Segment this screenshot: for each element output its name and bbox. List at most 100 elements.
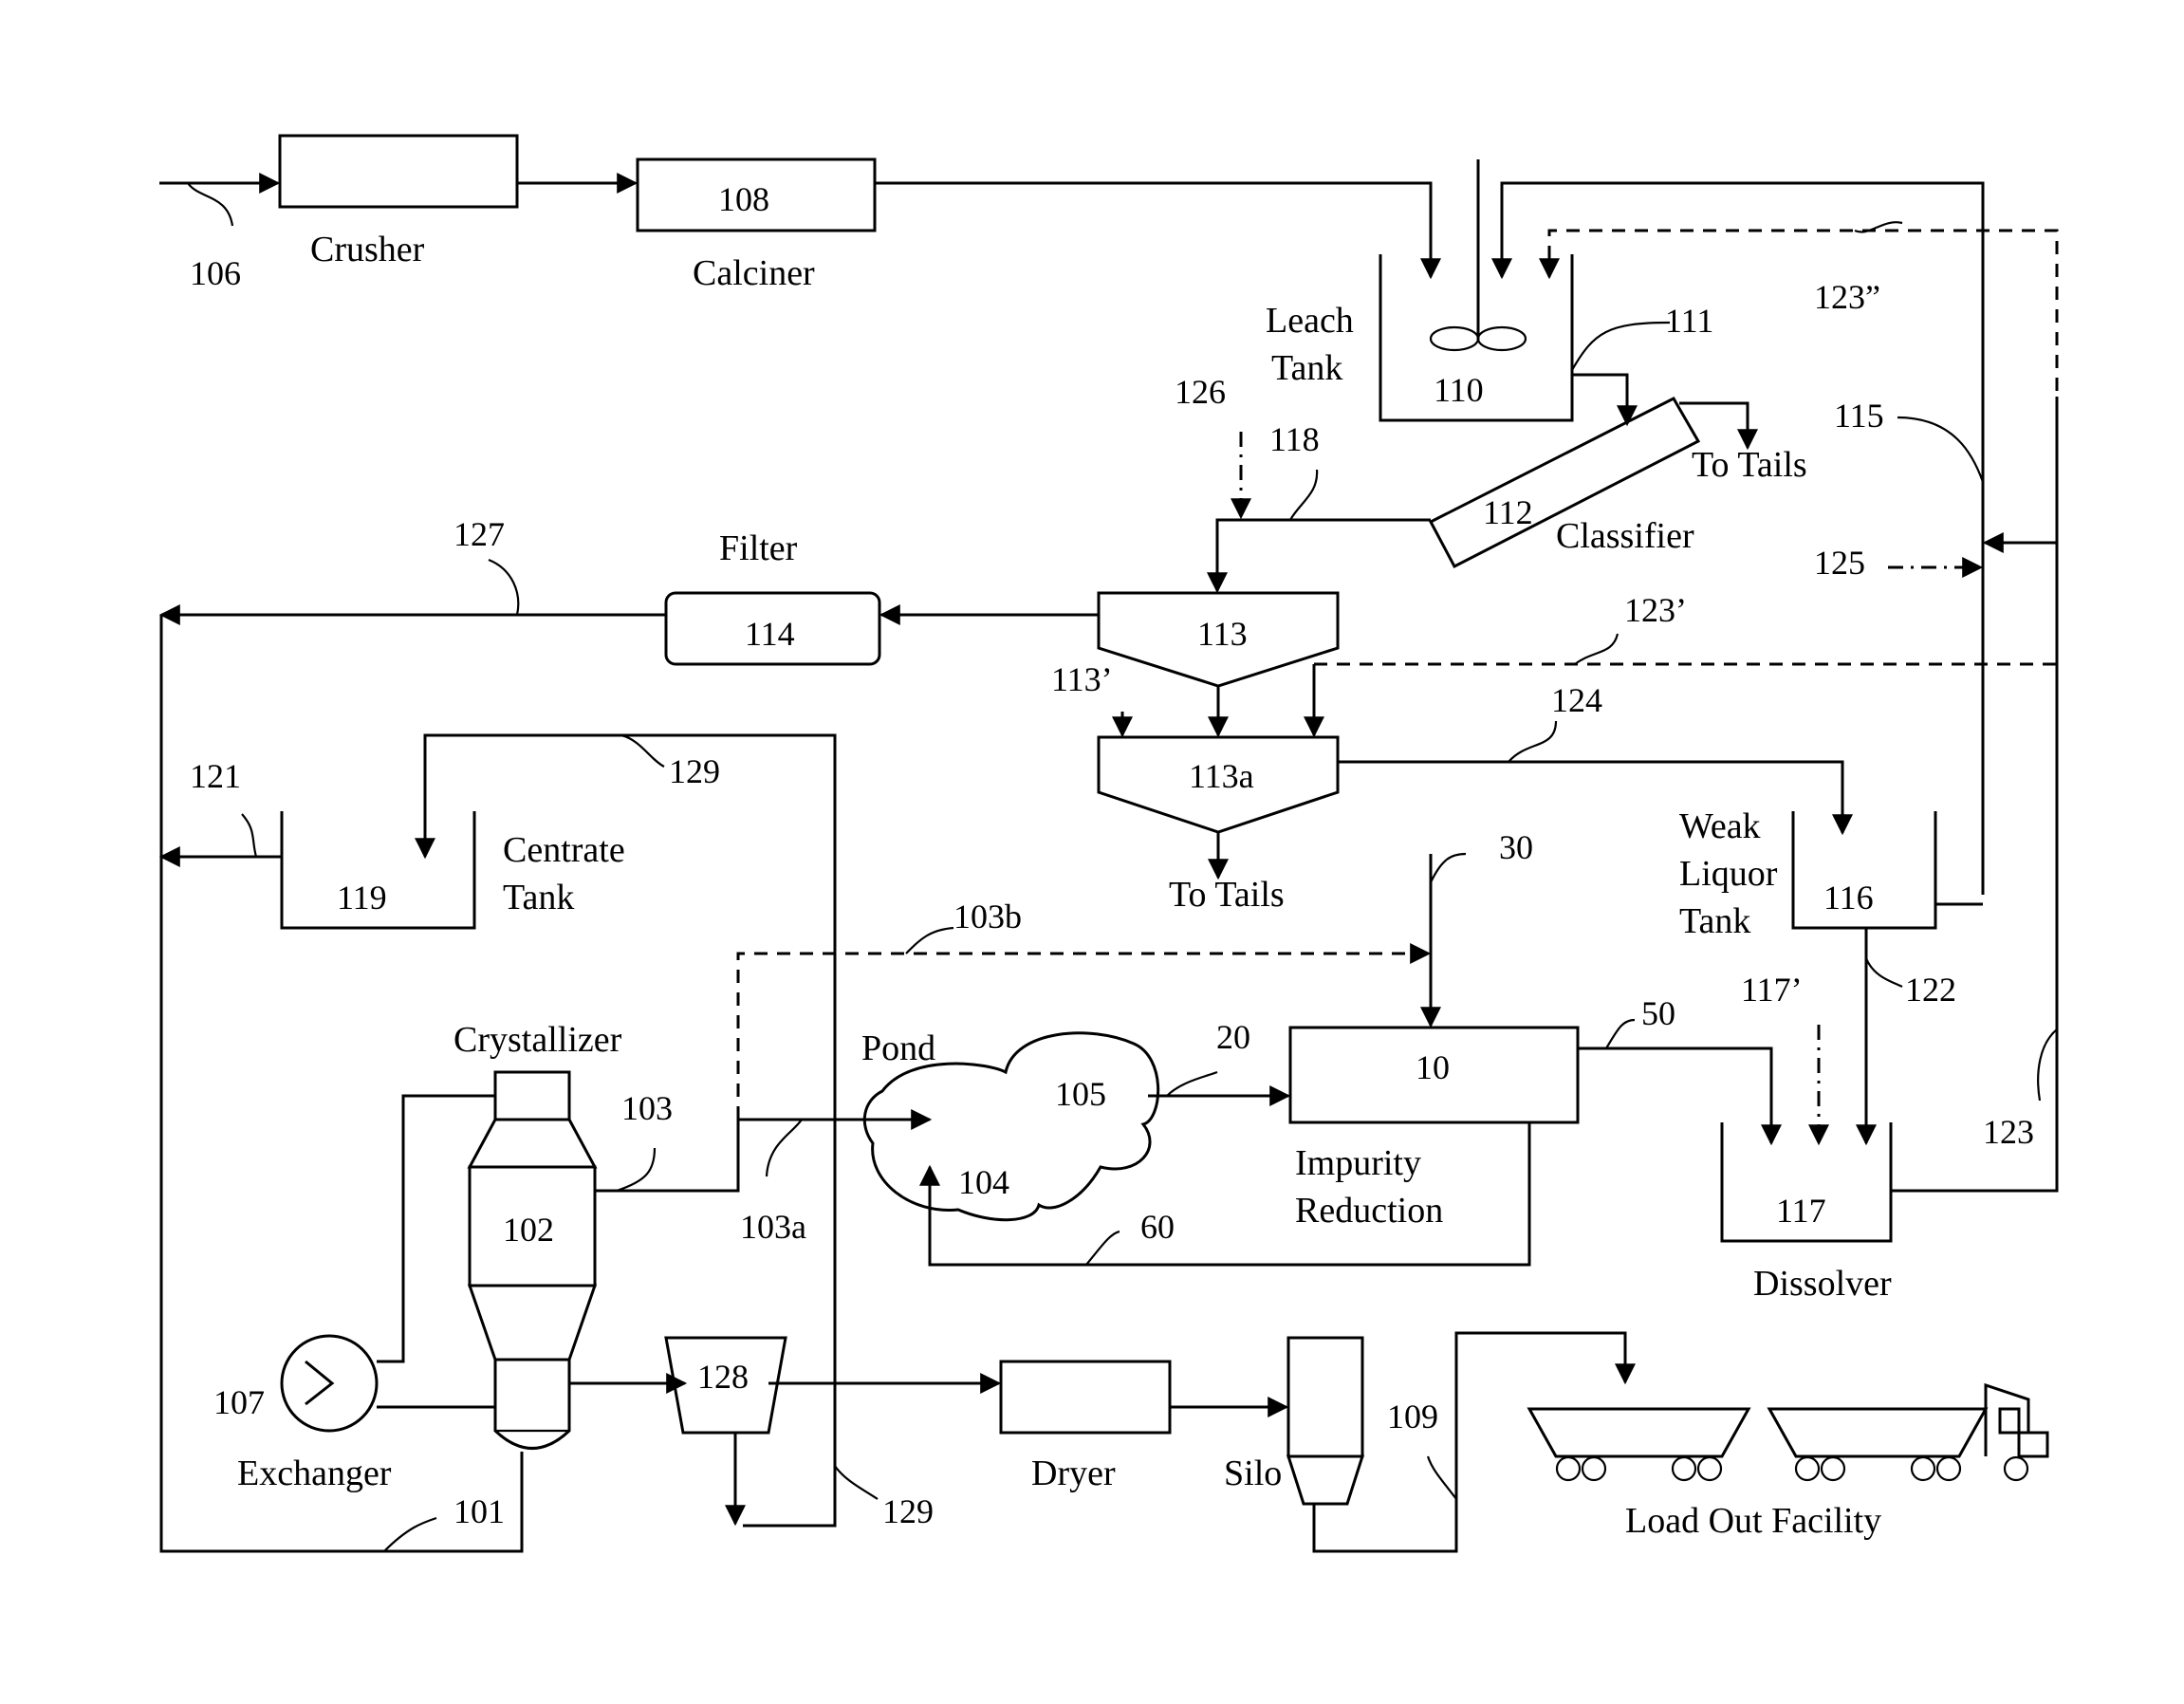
leach-tank-label-1: Leach — [1266, 301, 1354, 341]
silo-cone — [1288, 1456, 1362, 1504]
thickener-113: 113 — [1099, 593, 1338, 686]
agitator-blade-right — [1478, 327, 1526, 350]
ref-114: 114 — [745, 615, 795, 653]
classifier-unit: 112 Classifier — [1431, 398, 1698, 566]
ref-106: 106 — [190, 254, 241, 292]
crystallizer-top — [495, 1072, 569, 1120]
dissolver-label: Dissolver — [1753, 1264, 1892, 1304]
leader-111 — [1572, 323, 1670, 370]
ref-112: 112 — [1483, 493, 1533, 531]
leader-129-bottom — [835, 1466, 878, 1499]
crystallizer-upper-cone — [470, 1120, 595, 1167]
leader-129-top — [621, 735, 664, 767]
impurity-label-1: Impurity — [1295, 1143, 1421, 1183]
crusher-unit: Crusher — [280, 136, 517, 269]
rail-car-1 — [1529, 1409, 1749, 1456]
ref-50: 50 — [1641, 994, 1675, 1032]
leader-122 — [1866, 958, 1902, 987]
leader-20 — [1167, 1072, 1217, 1096]
leader-118 — [1290, 470, 1317, 520]
leach-to-classifier-line — [1572, 375, 1627, 424]
leader-123 — [2038, 1029, 2057, 1101]
ref-129b: 129 — [882, 1492, 934, 1530]
ref-118: 118 — [1269, 420, 1320, 458]
thickener-113a: 113a — [1099, 737, 1338, 832]
ref-117p: 117’ — [1741, 971, 1803, 1009]
centrifuge-128: 128 — [666, 1338, 786, 1433]
to-tails-label-2: To Tails — [1169, 875, 1285, 915]
ref-123: 123 — [1983, 1113, 2034, 1151]
ref-103b: 103b — [953, 898, 1022, 935]
rail-car-1-wheel-2 — [1582, 1457, 1605, 1480]
silo-unit: Silo — [1224, 1338, 1362, 1504]
centrate-tank-unit: 119 Centrate Tank — [282, 811, 625, 928]
leach-tank-label-2: Tank — [1271, 348, 1342, 388]
filter-label: Filter — [719, 528, 798, 568]
ref-103: 103 — [621, 1089, 673, 1127]
rail-car-2-wheel-2 — [1822, 1457, 1844, 1480]
leader-127 — [489, 560, 518, 615]
rail-car-2-wheel-1 — [1796, 1457, 1819, 1480]
exchanger-circle — [282, 1336, 377, 1431]
ref-129a: 129 — [669, 752, 720, 790]
ref-109: 109 — [1387, 1398, 1438, 1435]
load-out-facility: Load Out Facility — [1529, 1385, 2047, 1541]
dryer-box — [1001, 1361, 1170, 1433]
leader-103b — [906, 928, 953, 954]
truck-bumper — [2019, 1433, 2047, 1456]
leader-106 — [188, 183, 232, 226]
agitator-blade-left — [1431, 327, 1478, 350]
leader-101 — [384, 1518, 436, 1551]
crusher-label: Crusher — [310, 230, 425, 269]
load-out-label: Load Out Facility — [1625, 1501, 1881, 1541]
filter-unit: 114 Filter — [666, 528, 879, 664]
calciner-label: Calciner — [693, 253, 815, 293]
centrate-tank-label-1: Centrate — [503, 830, 625, 870]
ref-30: 30 — [1499, 828, 1533, 866]
pond-label: Pond — [861, 1028, 935, 1068]
dissolver-unit: 117 Dissolver — [1722, 1122, 1892, 1304]
leader-103a — [767, 1120, 802, 1176]
ref-127: 127 — [453, 515, 505, 553]
ref-104: 104 — [958, 1163, 1009, 1201]
ref-113a: 113a — [1189, 757, 1254, 795]
ref-108: 108 — [718, 180, 769, 218]
ref-103a: 103a — [740, 1208, 806, 1246]
leader-30 — [1431, 854, 1466, 882]
ref-60: 60 — [1140, 1208, 1175, 1246]
leader-50 — [1606, 1020, 1635, 1048]
ref-20: 20 — [1216, 1018, 1250, 1056]
dryer-label: Dryer — [1031, 1454, 1116, 1493]
ref-124: 124 — [1551, 681, 1602, 719]
rail-car-2 — [1769, 1409, 1986, 1456]
centrate-tank-label-2: Tank — [503, 878, 574, 917]
pond-unit: 105 104 Pond — [861, 1028, 1158, 1220]
ref-102: 102 — [503, 1211, 554, 1249]
ref-125: 125 — [1814, 544, 1865, 582]
ref-128: 128 — [697, 1358, 749, 1396]
crystallizer-bottom — [495, 1360, 569, 1449]
truck-wheel — [2005, 1457, 2027, 1480]
ref-126: 126 — [1175, 373, 1226, 411]
weak-liquor-tank-unit: 116 Weak Liquor Tank — [1679, 806, 1935, 941]
leader-121 — [242, 814, 256, 857]
ref-105: 105 — [1055, 1075, 1106, 1113]
rail-car-1-wheel-4 — [1698, 1457, 1721, 1480]
ref-123pp: 123” — [1814, 278, 1880, 316]
ref-10: 10 — [1416, 1048, 1450, 1086]
silo-body — [1288, 1338, 1362, 1456]
leader-109 — [1428, 1456, 1456, 1499]
leader-115 — [1897, 417, 1983, 482]
leader-123p — [1575, 634, 1618, 664]
exchanger-unit: 107 Exchanger — [213, 1336, 392, 1493]
overflow-118-line — [1217, 520, 1431, 591]
weak-liquor-label-1: Weak — [1679, 806, 1761, 846]
ref-117: 117 — [1776, 1192, 1826, 1230]
exchanger-label: Exchanger — [237, 1454, 392, 1493]
ref-110: 110 — [1434, 371, 1484, 409]
rail-car-1-wheel-1 — [1557, 1457, 1580, 1480]
rail-car-2-wheel-3 — [1912, 1457, 1934, 1480]
ref-101: 101 — [453, 1492, 505, 1530]
ref-113p: 113’ — [1051, 660, 1113, 698]
